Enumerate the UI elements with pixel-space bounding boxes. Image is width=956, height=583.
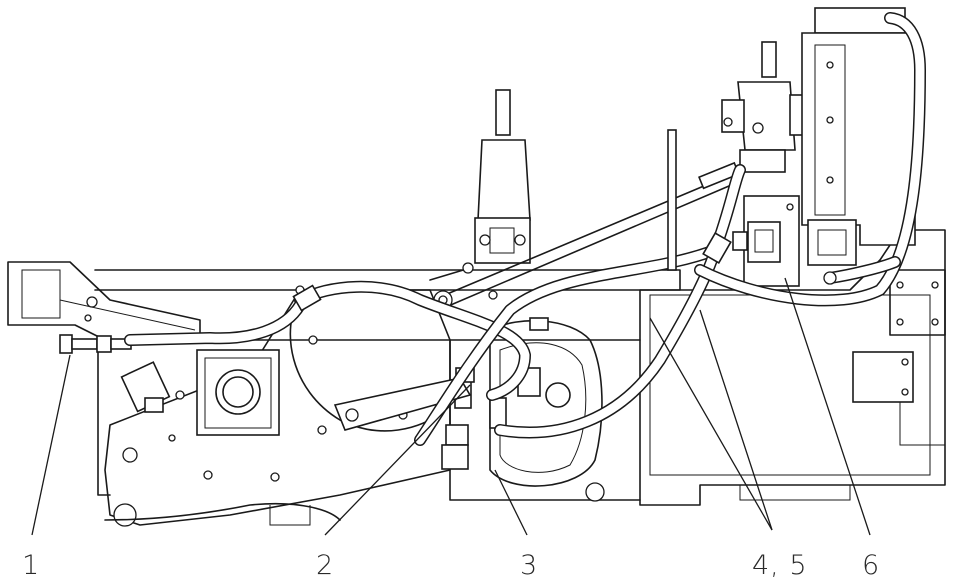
lever-plate: [333, 377, 472, 431]
left-bracket: [7, 261, 201, 341]
callout-leaders: [31, 277, 871, 536]
callout-label-3: 3: [520, 550, 538, 581]
lower-bracket: [104, 502, 341, 526]
solenoid-left: [120, 361, 171, 413]
lever-cylinder: [474, 89, 531, 264]
leader-45b: [699, 309, 773, 531]
inspection-cover: [196, 349, 280, 436]
pump-mid: [743, 195, 800, 287]
cooler-tower: [801, 7, 916, 266]
callout-label-4-5: 4, 5: [752, 550, 808, 581]
callout-label-2: 2: [316, 550, 334, 581]
valve-block-upper: [721, 41, 806, 173]
linkage-rods: [429, 161, 740, 310]
hydraulic-pump: [441, 319, 605, 502]
dipstick-rod: [667, 129, 677, 271]
leader-45a: [649, 317, 773, 531]
callout-labels: 1 2 3 4, 5 6: [22, 550, 880, 581]
callout-label-1: 1: [22, 550, 40, 581]
flywheel-housing: [104, 285, 451, 527]
leader-3: [494, 469, 528, 536]
fitting-1: [59, 334, 132, 354]
leader-6: [784, 277, 871, 536]
callout-label-6: 6: [862, 550, 880, 581]
leader-1: [31, 354, 71, 536]
hoses: [124, 12, 926, 446]
leader-2: [324, 384, 471, 536]
